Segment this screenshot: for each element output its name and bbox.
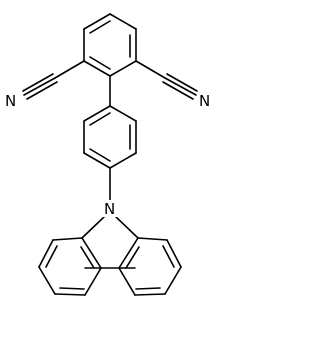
- chemical-structure-diagram: N N N: [5, 13, 210, 296]
- nitrile-nitrogen-left-label: N: [5, 92, 16, 110]
- nitrile-nitrogen-right-label: N: [199, 92, 210, 110]
- carbazole-right-benzo-ring: [118, 237, 182, 296]
- phenylene-ring: [83, 105, 137, 169]
- carbazole-pyrrole-ring: [81, 216, 139, 269]
- carbazole-nitrogen-label: N: [104, 200, 115, 218]
- carbazole-left-benzo-ring: [38, 237, 102, 296]
- right-nitrile-bond: [135, 60, 198, 100]
- top-benzene-ring: [83, 13, 137, 77]
- left-nitrile-bond: [22, 60, 85, 100]
- carbazole-nitrogen-label-background: [102, 200, 118, 217]
- molecule-drawing: N N N: [5, 13, 210, 296]
